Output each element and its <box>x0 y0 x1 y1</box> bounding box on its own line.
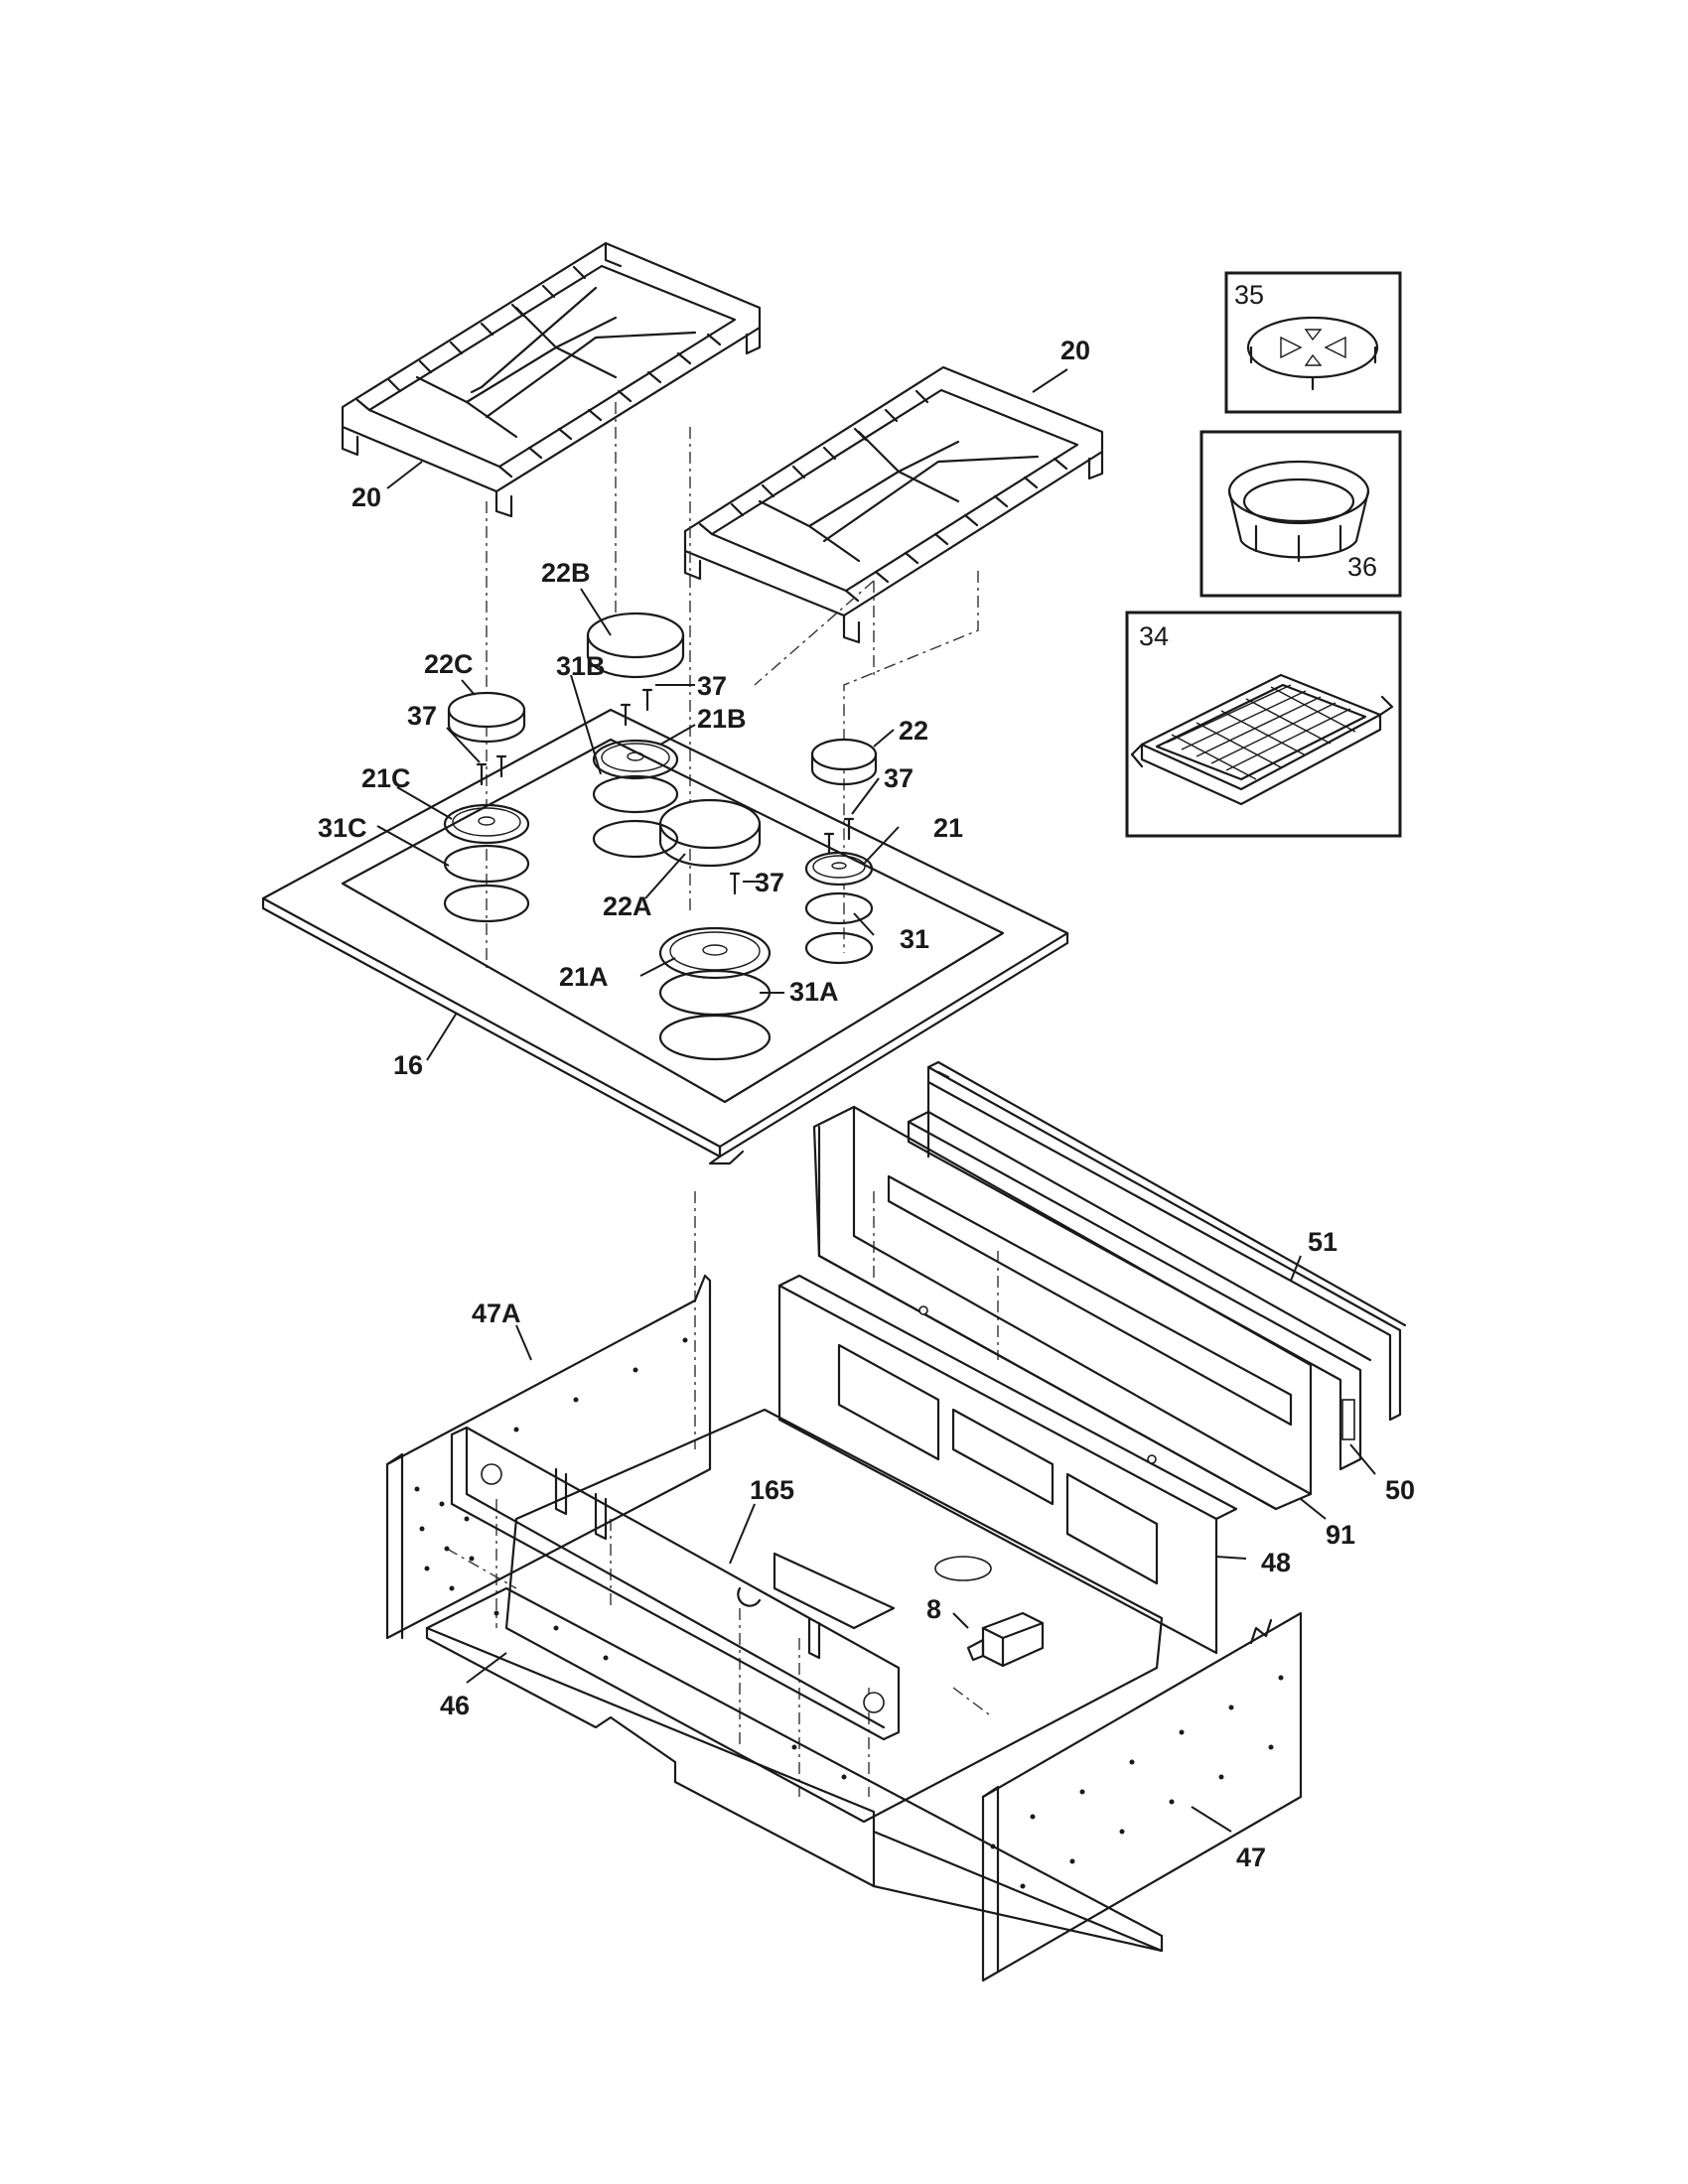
label-22: 22 <box>899 716 928 746</box>
label-37-bottom: 37 <box>755 868 784 897</box>
label-34: 34 <box>1139 621 1169 651</box>
head-21c <box>443 803 530 845</box>
panel-91 <box>812 1105 1313 1511</box>
panel-50 <box>907 1110 1372 1471</box>
panel-48 <box>777 1274 1238 1655</box>
ring-31b <box>592 774 679 859</box>
label-21: 21 <box>933 813 963 843</box>
label-22b: 22B <box>541 558 591 588</box>
grate-right <box>683 365 1104 644</box>
cap-22 <box>810 738 878 786</box>
label-91: 91 <box>1326 1520 1355 1550</box>
grate-left <box>341 241 762 518</box>
label-35: 35 <box>1234 280 1264 310</box>
ring-31a <box>658 969 772 1061</box>
label-21c: 21C <box>361 763 411 793</box>
accessory-box-35 <box>1224 271 1402 414</box>
head-21a <box>658 926 772 980</box>
label-20-left: 20 <box>352 482 381 512</box>
label-22c: 22C <box>424 649 474 679</box>
leader-lines <box>376 368 1376 1833</box>
floor-pan <box>504 1408 1164 1824</box>
igniter-8 <box>934 1556 1045 1668</box>
ring-31 <box>804 891 874 965</box>
label-37-left: 37 <box>407 701 437 731</box>
label-47: 47 <box>1236 1843 1266 1872</box>
label-20-right: 20 <box>1060 336 1090 365</box>
label-16: 16 <box>393 1050 423 1080</box>
label-8: 8 <box>926 1594 941 1624</box>
label-22a: 22A <box>603 891 652 921</box>
side-47a <box>385 1274 712 1640</box>
cooktop-16 <box>261 708 1069 1165</box>
label-21a: 21A <box>559 962 609 992</box>
label-50: 50 <box>1385 1475 1415 1505</box>
panel-51 <box>926 1060 1407 1422</box>
screws-37 <box>476 688 855 895</box>
accessory-box-34 <box>1125 611 1402 838</box>
base-46 <box>425 1586 1164 1953</box>
label-47a: 47A <box>472 1298 521 1328</box>
side-47 <box>981 1611 1303 1982</box>
label-37-top: 37 <box>697 671 727 701</box>
label-31a: 31A <box>789 977 839 1007</box>
cap-22c <box>447 691 526 744</box>
label-46: 46 <box>440 1691 470 1720</box>
label-31: 31 <box>900 924 929 954</box>
accessory-box-36 <box>1199 430 1402 598</box>
part-labels: 20 20 22B 22C 37 31B 21B 37 22 37 21C 21… <box>318 280 1415 1872</box>
label-165: 165 <box>750 1475 794 1505</box>
head-21 <box>804 851 874 887</box>
label-51: 51 <box>1308 1227 1337 1257</box>
label-48: 48 <box>1261 1548 1291 1577</box>
label-31b: 31B <box>556 651 606 681</box>
bracket-165 <box>450 1426 901 1741</box>
head-21b <box>592 739 679 780</box>
label-21b: 21B <box>697 704 747 734</box>
label-37-right: 37 <box>884 763 914 793</box>
label-31c: 31C <box>318 813 367 843</box>
cap-22b <box>586 612 685 679</box>
label-36: 36 <box>1347 552 1377 582</box>
